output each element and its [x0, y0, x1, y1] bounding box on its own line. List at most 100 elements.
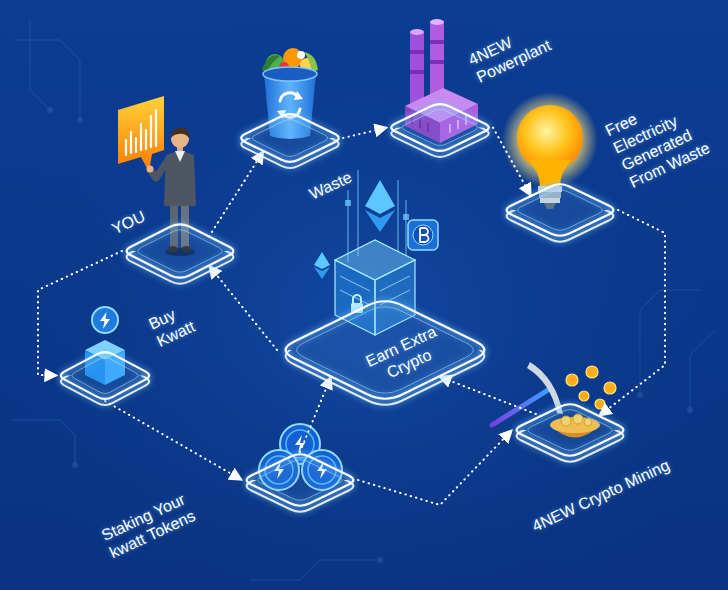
- circuit-decor: [378, 558, 383, 563]
- iso-platform: Staking Your kwatt Tokens: [240, 450, 360, 518]
- crypto-server: [397, 180, 398, 252]
- circuit-decor: [12, 20, 715, 580]
- light-bulb: [502, 92, 598, 188]
- light-bulb: [528, 160, 572, 186]
- chart-bubble: [126, 110, 156, 155]
- tile-inner: [72, 358, 138, 394]
- tile-inner: [297, 307, 474, 394]
- circuit-decor: [688, 408, 693, 413]
- circuit-decor: [640, 290, 700, 395]
- tile-inner: [138, 230, 223, 272]
- crypto-server: [365, 210, 395, 232]
- chart-bubble: [118, 96, 164, 172]
- iso-platform: Free Electricity Generated From Waste: [500, 180, 620, 248]
- step-label: 4NEW Powerplant: [465, 13, 564, 86]
- mining-pan: [579, 391, 589, 401]
- tile-face: [127, 224, 234, 277]
- tile-face: [517, 404, 624, 456]
- chart-bubble: [130, 132, 132, 153]
- kwatt-cube: [92, 307, 118, 333]
- circuit-decor: [12, 420, 75, 465]
- mining-pan: [586, 366, 598, 378]
- iso-tile: [120, 220, 240, 290]
- iso-platform: 4NEW Crypto Mining: [510, 400, 630, 468]
- iso-platform: 4NEW Powerplant: [385, 100, 495, 163]
- iso-tile: [385, 100, 495, 163]
- waste-bin: [263, 67, 317, 81]
- step-label: 4NEW Crypto Mining: [528, 455, 671, 535]
- chart-bubble: [155, 110, 157, 146]
- iso-platform: Earn Extra Crypto: [275, 295, 495, 413]
- tile-inner: [528, 410, 613, 451]
- iso-tile: [235, 110, 345, 174]
- tile-face: [247, 454, 354, 506]
- mining-pan: [566, 374, 578, 386]
- tile-inner: [402, 110, 477, 146]
- powerplant-building: [430, 40, 444, 44]
- flow-arrow: [343, 128, 387, 139]
- crypto-server: [408, 220, 438, 250]
- person-figure: [171, 128, 189, 138]
- tile-face: [286, 301, 485, 399]
- kwatt-cube: [100, 312, 110, 329]
- circuit-decor: [638, 393, 643, 398]
- flow-arrow: [300, 377, 331, 453]
- tile-inner: [518, 190, 603, 231]
- chart-bubble: [125, 140, 127, 155]
- flow-arrow: [599, 210, 665, 416]
- step-label: Buy Kwatt: [145, 293, 211, 351]
- flow-arrow: [358, 430, 512, 505]
- staking-coins: [295, 435, 305, 453]
- step-label: Waste: [306, 167, 355, 203]
- circuit-decor: [690, 330, 715, 410]
- person-figure: [151, 160, 168, 178]
- iso-tile: [510, 400, 630, 468]
- crypto-server: [340, 290, 370, 305]
- crypto-server: [340, 276, 370, 291]
- circuit-decor: [78, 118, 83, 123]
- crypto-server: [380, 276, 410, 291]
- tile-face: [241, 114, 339, 162]
- chart-bubble: [140, 124, 142, 150]
- powerplant-building: [430, 60, 444, 64]
- step-label: Free Electricity Generated From Waste: [602, 84, 717, 192]
- crypto-server: [413, 225, 433, 245]
- iso-platform: Waste: [235, 110, 345, 174]
- crypto-server: [314, 252, 330, 269]
- iso-platform: Buy Kwatt: [55, 348, 155, 411]
- circuit-decor: [73, 463, 78, 468]
- flow-arrow: [105, 401, 242, 480]
- mining-pan: [595, 399, 605, 409]
- circuit-decor: [48, 108, 53, 113]
- circuit-decor: [250, 560, 380, 580]
- iso-tile: [55, 348, 155, 411]
- chart-bubble: [118, 96, 164, 172]
- mining-pan: [604, 382, 616, 394]
- tile-face: [507, 184, 614, 236]
- crypto-server: [420, 228, 429, 242]
- flow-arrow: [493, 128, 531, 197]
- circuit-decor: [30, 20, 50, 110]
- chart-bubble: [145, 130, 147, 149]
- iso-tile: [240, 450, 360, 518]
- waste-bin: [294, 91, 303, 100]
- tile-face: [391, 104, 489, 151]
- mining-pan: [566, 366, 616, 409]
- iso-tile: [500, 180, 620, 248]
- step-label: Staking Your kwatt Tokens: [98, 478, 221, 562]
- powerplant-building: [410, 70, 424, 74]
- crypto-server: [340, 276, 410, 305]
- flow-arrow: [439, 377, 541, 417]
- tile-face: [61, 352, 149, 399]
- person-figure: [175, 151, 185, 162]
- crypto-server: [314, 267, 330, 279]
- iso-platform: YOU: [120, 220, 240, 290]
- crypto-server: [403, 214, 409, 220]
- tile-inner: [252, 120, 327, 157]
- powerplant-building: [430, 19, 444, 25]
- crypto-server: [345, 200, 351, 206]
